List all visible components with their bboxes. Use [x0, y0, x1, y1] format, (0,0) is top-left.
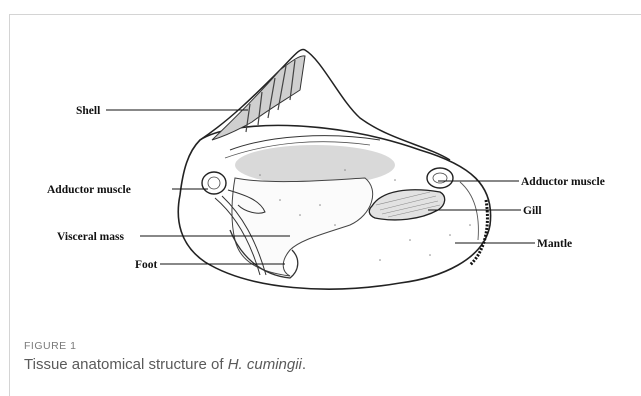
label-gill: Gill [523, 205, 542, 217]
caption-species: H. cumingii [228, 356, 302, 373]
dorsal-grey-region [235, 145, 395, 185]
label-foot: Foot [135, 259, 158, 271]
mussel-anatomy-diagram: Shell Adductor muscle Visceral mass Foot… [0, 0, 641, 330]
label-adductor-muscle-left: Adductor muscle [47, 184, 131, 196]
label-visceral-mass: Visceral mass [57, 231, 124, 243]
caption-suffix: . [302, 356, 306, 373]
label-shell: Shell [76, 105, 100, 117]
figure-caption: Tissue anatomical structure of H. cuming… [24, 356, 306, 373]
right-adductor-muscle [427, 168, 453, 188]
caption-prefix: Tissue anatomical structure of [24, 356, 228, 373]
label-adductor-muscle-right: Adductor muscle [521, 176, 605, 188]
figure-number: FIGURE 1 [24, 340, 76, 352]
label-mantle: Mantle [537, 238, 572, 250]
left-adductor-muscle [202, 172, 226, 194]
